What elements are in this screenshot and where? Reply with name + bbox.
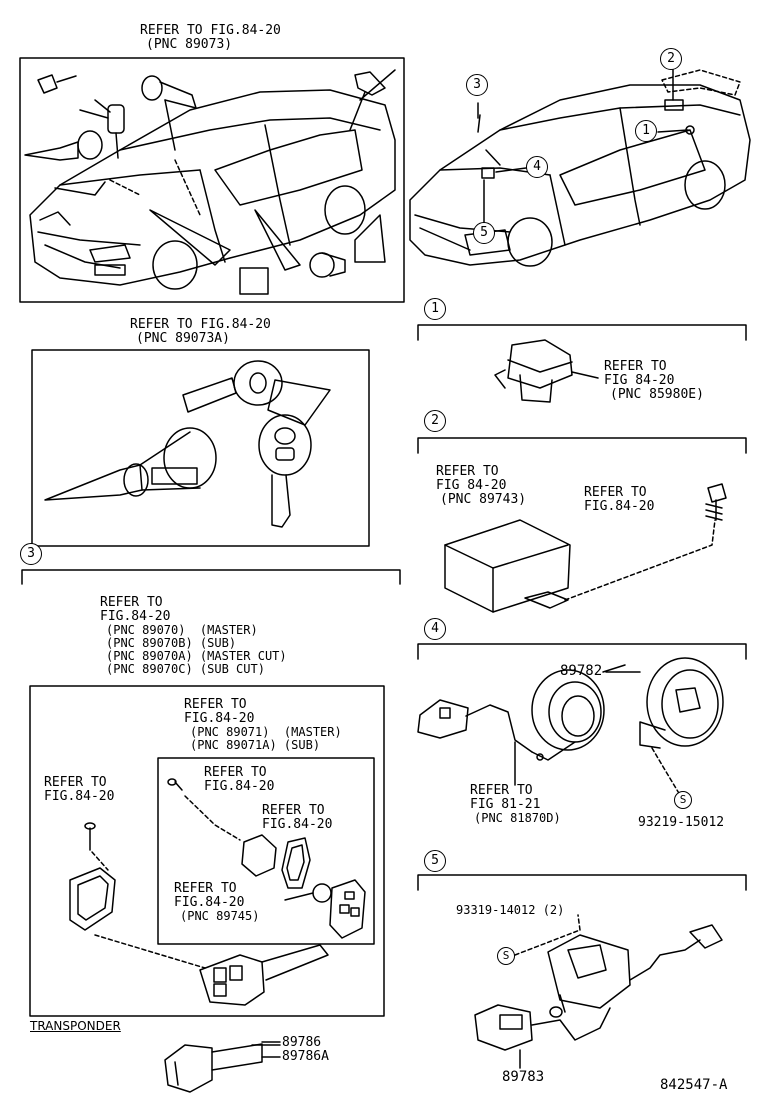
section3-ref-inner-1: FIG.84-20 [184, 711, 255, 726]
section4-ref-1: FIG 81-21 [470, 797, 541, 812]
part-93219-15012: 93219-15012 [638, 815, 725, 830]
part-89782: 89782 [560, 663, 603, 679]
section4-screw-mark: S [674, 791, 692, 809]
transponder-inner-box [157, 757, 375, 945]
top-mid-ref-line2: (PNC 89073A) [136, 331, 230, 346]
section3-ref-case-1: FIG.84-20 [262, 817, 333, 832]
transponder-outer-box [29, 685, 385, 1017]
section2-marker: 2 [424, 410, 446, 432]
section3-ref-inner-2: (PNC 89071) (MASTER) [190, 725, 342, 739]
top-left-ref-line1: REFER TO FIG.84-20 [140, 23, 281, 38]
part-93319-14012: 93319-14012 (2) [456, 903, 565, 917]
section2-ecu [444, 483, 727, 613]
section3-ref-main-4: (PNC 89070A) (MASTER CUT) [106, 649, 287, 663]
section3-ref-main-1: FIG.84-20 [100, 609, 171, 624]
callout-5: 5 [473, 222, 495, 244]
section3-ref-main-2: (PNC 89070) (MASTER) [106, 623, 258, 637]
callout-3: 3 [466, 74, 488, 96]
part-89783: 89783 [502, 1069, 545, 1085]
left-car-illustration [29, 89, 396, 290]
section3-ref-screw-0: REFER TO [204, 765, 267, 780]
section3-ref-inner-0: REFER TO [184, 697, 247, 712]
key-cylinder-box [31, 349, 370, 547]
section1-switch [494, 339, 599, 403]
section1-marker: 1 [424, 298, 446, 320]
section2-rule [417, 437, 747, 454]
section3-parts [69, 778, 366, 1093]
section2-ref-a-0: REFER TO [436, 464, 499, 479]
section5-marker: 5 [424, 850, 446, 872]
part-89786A: 89786A [282, 1049, 329, 1064]
section4-rule [417, 643, 747, 660]
section2-ref-a-2: (PNC 89743) [440, 492, 527, 507]
section3-ref-battery-1: FIG.84-20 [174, 895, 245, 910]
key-cylinder-illustration [44, 360, 331, 528]
section3-rule [21, 569, 401, 585]
right-car-illustration [409, 69, 751, 267]
section2-ref-b-1: FIG.84-20 [584, 499, 655, 514]
section1-ref-2: (PNC 85980E) [610, 387, 704, 402]
section5-screw-mark: S [497, 947, 515, 965]
section4-marker: 4 [424, 618, 446, 640]
section3-marker: 3 [20, 543, 42, 565]
section1-ref-0: REFER TO [604, 359, 667, 374]
section3-ref-screw-1: FIG.84-20 [204, 779, 275, 794]
section3-ref-case-0: REFER TO [262, 803, 325, 818]
callout-4: 4 [526, 156, 548, 178]
section1-ref-1: FIG 84-20 [604, 373, 675, 388]
figure-id: 842547-A [660, 1077, 728, 1093]
section4-ref-2: (PNC 81870D) [474, 811, 561, 825]
section5-parts [474, 914, 723, 1069]
section3-ref-main-5: (PNC 89070C) (SUB CUT) [106, 662, 265, 676]
section3-ref-left-0: REFER TO [44, 775, 107, 790]
section1-rule [417, 324, 747, 341]
lock-set-box [19, 57, 405, 303]
callout-1: 1 [635, 120, 657, 142]
part-89786: 89786 [282, 1035, 322, 1050]
section3-ref-main-0: REFER TO [100, 595, 163, 610]
section3-ref-battery-0: REFER TO [174, 881, 237, 896]
top-mid-ref-line1: REFER TO FIG.84-20 [130, 317, 271, 332]
section3-ref-main-3: (PNC 89070B) (SUB) [106, 636, 237, 650]
section5-rule [417, 874, 747, 891]
section2-ref-a-1: FIG 84-20 [436, 478, 507, 493]
callout-2: 2 [660, 48, 682, 70]
section2-ref-b-0: REFER TO [584, 485, 647, 500]
lock-parts-left [24, 69, 396, 295]
section3-ref-inner-3: (PNC 89071A) (SUB) [190, 738, 321, 752]
transponder-label: TRANSPONDER [30, 1019, 121, 1033]
top-left-ref-line2: (PNC 89073) [146, 37, 233, 52]
section4-ref-0: REFER TO [470, 783, 533, 798]
section3-ref-left-1: FIG.84-20 [44, 789, 115, 804]
section3-ref-battery-2: (PNC 89745) [180, 909, 260, 923]
section4-parts [417, 657, 724, 801]
